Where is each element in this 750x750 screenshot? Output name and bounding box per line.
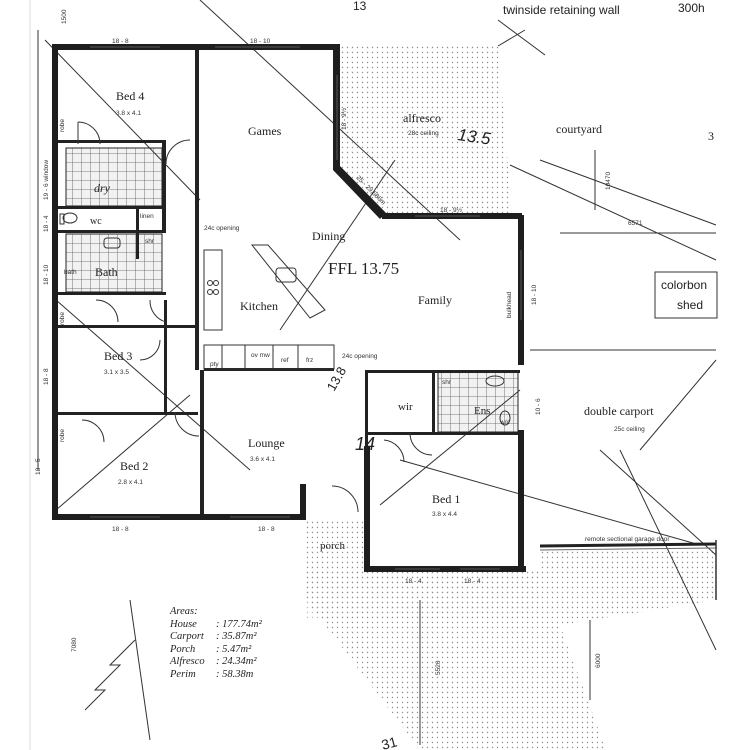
dim-5520: 5520 <box>435 660 442 675</box>
room-linen: linen <box>140 213 154 220</box>
room-shr-bath: shr <box>145 238 155 245</box>
dim-left-top: 19 - 6 window <box>43 160 50 200</box>
room-bath: Bath <box>95 265 118 279</box>
room-kitchen: Kitchen <box>240 299 278 313</box>
robe-bed4: robe <box>59 119 66 132</box>
room-bed2: Bed 2 <box>120 459 148 473</box>
room-bed1: Bed 1 <box>432 492 460 506</box>
dim-top-mid: 18 - 10 <box>250 38 271 45</box>
bottom-number: 31 <box>380 733 399 750</box>
dim-bottom-mid: 18 - 8 <box>258 526 275 533</box>
dim-6571: 6571 <box>628 220 643 227</box>
door-swings <box>77 121 433 513</box>
room-bed3: Bed 3 <box>104 349 132 363</box>
room-alfresco: alfresco <box>403 111 441 125</box>
setback-label: 300h <box>678 1 705 15</box>
dim-ens-right: 10 - 6 <box>535 398 542 415</box>
room-wc: wc <box>90 216 102 227</box>
room-bed4-size: 3.8 x 4.1 <box>116 110 141 117</box>
carport-label: double carport <box>584 404 654 418</box>
room-bed1-size: 3.8 x 4.4 <box>432 511 457 518</box>
level-14: 14 <box>355 434 375 454</box>
courtyard-label: courtyard <box>556 122 602 136</box>
shed-line2: shed <box>677 298 703 312</box>
dim-6000: 6000 <box>595 653 602 668</box>
room-porch: porch <box>320 540 346 552</box>
bath-tiles <box>65 233 163 293</box>
room-shr-ens: shr <box>442 379 452 386</box>
shed-outline <box>654 271 718 319</box>
room-wc-ens: w/c <box>499 419 511 426</box>
room-dry: dry <box>94 181 111 195</box>
kitchen-benches <box>203 244 335 370</box>
ffl-label: FFL 13.75 <box>328 259 399 278</box>
opening-right: 24c opening <box>342 353 378 360</box>
dim-left-bed3: 18 - 8 <box>43 368 50 385</box>
dim-left-bed2: 18 - 5 <box>35 458 42 475</box>
robe-bed3: robe <box>59 312 66 325</box>
alfresco-level: 13.5 <box>456 125 492 148</box>
shed-line1: colorbon <box>661 278 707 292</box>
laundry-tiles <box>65 147 163 207</box>
areas-row-alfresco: Alfresco: 24.34m² <box>170 656 257 667</box>
room-bed3-size: 3.1 x 3.5 <box>104 369 129 376</box>
retaining-wall-label: twinside retaining wall <box>503 3 620 17</box>
dim-10470: 10470 <box>605 172 612 190</box>
driveway-lower <box>306 570 540 620</box>
dim-7080: 7080 <box>71 637 78 652</box>
opening-left: 24c opening <box>204 225 240 232</box>
windows <box>90 46 522 570</box>
areas-row-porch: Porch: 5.47m² <box>170 643 252 655</box>
courtyard-side: 3 <box>708 129 714 143</box>
dimension-lines <box>37 30 716 745</box>
dim-left-wc: 18 - 4 <box>43 215 50 232</box>
dim-family-right: 18 - 10 <box>531 284 538 305</box>
room-bed2-size: 2.8 x 4.1 <box>118 479 143 486</box>
room-bath-tag: bath <box>64 269 77 276</box>
alfresco-area <box>338 46 512 215</box>
dim-bed1-right: 18 - 4 <box>464 578 481 585</box>
pantry-label: pty <box>210 361 219 368</box>
top-number: 13 <box>353 0 367 13</box>
dim-dining-bottom: 18 - 9½ <box>440 206 463 214</box>
room-lounge-size: 3.6 x 4.1 <box>250 456 275 463</box>
areas-row-perim: Perim: 58.38m <box>170 668 254 680</box>
garage-door-line <box>539 542 717 548</box>
areas-row-carport: Carport: 35.87m² <box>170 631 257 642</box>
room-ens: Ens <box>474 405 491 417</box>
dim-1500: 1500 <box>61 9 68 24</box>
alfresco-ceiling: 28c ceiling <box>408 130 439 137</box>
room-bed4: Bed 4 <box>116 89 144 103</box>
toilet-icon <box>59 212 511 426</box>
garage-door-label: remote sectional garage door <box>585 536 670 543</box>
dim-left-bath: 18 - 10 <box>43 264 50 285</box>
dim-top-left: 18 - 8 <box>112 38 129 45</box>
ref-label: ref <box>281 357 289 364</box>
room-family: Family <box>418 293 452 307</box>
dim-games-alfresco: 18 - 9½ <box>340 107 348 130</box>
room-dining: Dining <box>312 229 345 243</box>
hob-icon <box>207 280 219 295</box>
dim-bed1-left: 18 - 4 <box>405 578 422 585</box>
bulkhead-label: bulkhead <box>506 291 513 318</box>
sink-icon <box>103 237 505 387</box>
areas-row-house: House: 177.74m² <box>170 618 262 630</box>
areas-table: Areas: House: 177.74m² Carport: 35.87m² … <box>170 606 262 681</box>
robe-bed2: robe <box>59 429 66 442</box>
frz-label: frz <box>306 357 313 364</box>
dim-bottom-left: 18 - 8 <box>112 526 129 533</box>
carport-ceiling: 25c ceiling <box>614 426 645 433</box>
oven-label: ov mw <box>251 352 270 359</box>
room-lounge: Lounge <box>248 436 285 450</box>
room-wir: wir <box>398 401 413 413</box>
north-arrow-icon <box>84 639 136 711</box>
room-games: Games <box>248 124 282 138</box>
areas-heading: Areas: <box>170 606 198 617</box>
